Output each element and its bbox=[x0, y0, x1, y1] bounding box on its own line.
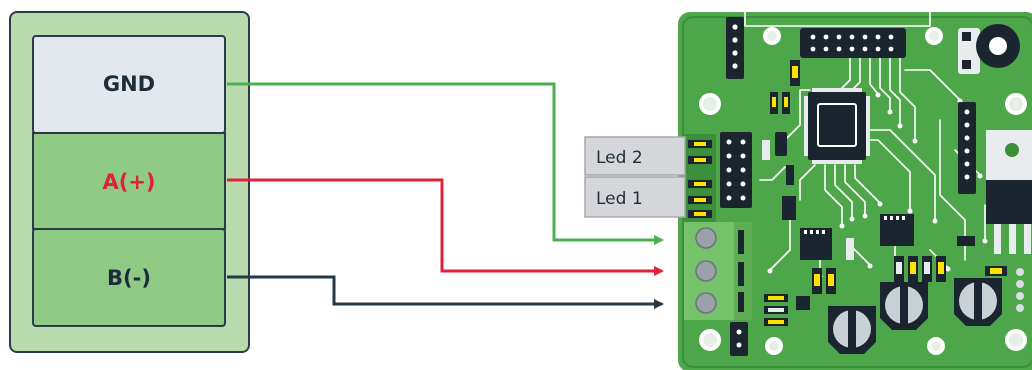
pcb-board: Led 2 Led 1 bbox=[584, 11, 1032, 370]
gnd-wire bbox=[227, 82, 664, 245]
capacitor-1 bbox=[828, 306, 876, 354]
driver-chip-left bbox=[800, 228, 832, 260]
mounting-hole-top-mid bbox=[763, 27, 781, 45]
terminal-block: GND A(+) B(-) bbox=[9, 11, 250, 353]
a-plus-wire bbox=[227, 178, 664, 276]
led-1-label: Led 1 bbox=[596, 189, 643, 209]
led-array bbox=[684, 134, 716, 222]
driver-chip-right bbox=[880, 214, 914, 246]
gnd-label: GND bbox=[103, 72, 155, 96]
led-1-callout: Led 1 bbox=[584, 176, 686, 218]
led-2-callout: Led 2 bbox=[584, 136, 686, 176]
b-minus-label: B(-) bbox=[107, 266, 151, 290]
terminal-cell-b-minus bbox=[32, 228, 226, 327]
mounting-hole-bottom-mid2 bbox=[927, 337, 945, 355]
mounting-hole-top-left bbox=[699, 93, 721, 115]
wires bbox=[227, 82, 664, 309]
header-connector-led bbox=[720, 132, 752, 208]
mounting-hole-right bbox=[1005, 93, 1027, 115]
led-2-label: Led 2 bbox=[596, 148, 643, 168]
voltage-regulator bbox=[986, 130, 1032, 254]
led-2-indicators bbox=[688, 140, 712, 164]
microcontroller-chip bbox=[804, 88, 870, 164]
electrolytic-capacitors bbox=[828, 278, 1002, 354]
mounting-hole-bottom-right bbox=[1005, 329, 1027, 351]
header-connector-small-top bbox=[726, 17, 744, 79]
mounting-hole-bottom-left bbox=[699, 329, 721, 351]
screw-b-minus bbox=[695, 292, 717, 314]
pcb-traces bbox=[744, 11, 986, 286]
a-plus-label: A(+) bbox=[102, 170, 155, 194]
header-connector-right bbox=[958, 102, 976, 194]
potentiometer bbox=[958, 24, 1020, 74]
header-connector-bottom bbox=[730, 322, 748, 356]
board-terminal-connector bbox=[684, 222, 752, 320]
b-minus-wire bbox=[227, 275, 664, 309]
capacitor-3 bbox=[954, 278, 1002, 326]
header-connector-main-top bbox=[800, 28, 906, 58]
mounting-holes bbox=[699, 27, 1027, 355]
screw-gnd bbox=[695, 227, 717, 249]
led-1-indicators bbox=[688, 180, 712, 218]
mounting-hole-top-right bbox=[925, 27, 943, 45]
screw-a-plus bbox=[695, 260, 717, 282]
mounting-hole-bottom-mid bbox=[765, 337, 783, 355]
capacitor-2 bbox=[880, 282, 928, 330]
